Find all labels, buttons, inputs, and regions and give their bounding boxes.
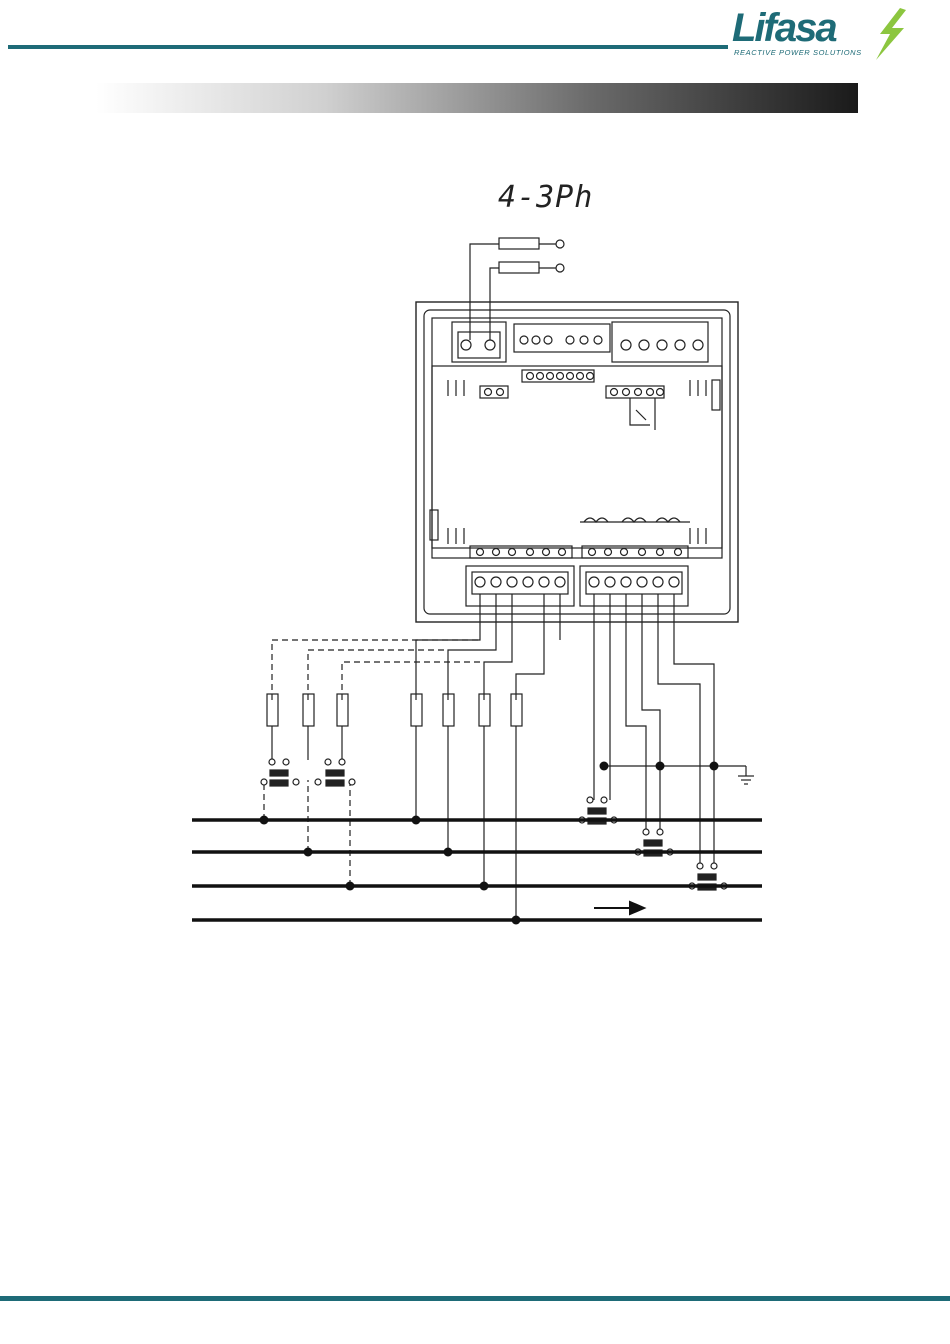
footer-rule (0, 1296, 950, 1301)
supply-fuse-1 (499, 238, 539, 249)
comm-connector (514, 324, 610, 352)
supply-terminal-2 (556, 264, 564, 272)
supply-fuse-2 (499, 262, 539, 273)
power-connector (452, 322, 506, 362)
supply-terminal-1 (556, 240, 564, 248)
